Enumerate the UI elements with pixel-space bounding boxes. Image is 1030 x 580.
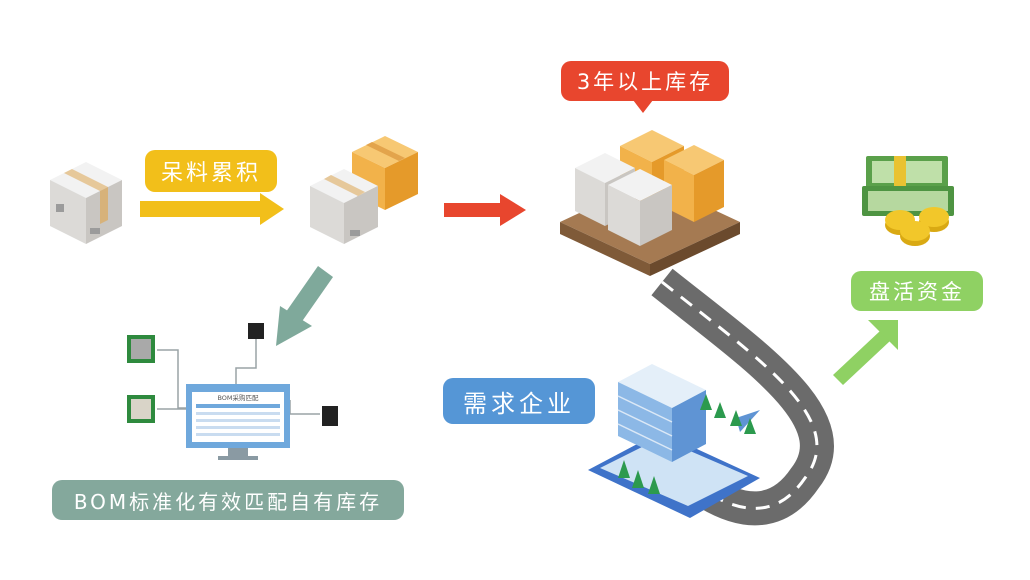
chip-icon [127,323,338,426]
road-icon [651,268,834,526]
accumulation-arrow [140,193,284,225]
label-inventory-over-3-years: 3年以上库存 [561,61,729,113]
bom-arrow [276,266,333,346]
box-stack-icon [310,136,418,244]
money-icon [862,156,954,246]
computer-monitor-icon: BOM采购匹配 [186,384,290,460]
label-revitalize-funds: 盘活资金 [851,271,983,311]
label-bom-matching: BOM标准化有效匹配自有库存 [52,480,404,520]
building-icon [588,364,760,518]
funds-arrow [833,320,898,385]
label-material-accumulation: 呆料累积 [145,150,277,192]
flow-arrow-red [444,194,526,226]
box-icon [50,162,122,244]
label-demand-enterprise: 需求企业 [443,378,595,424]
pallet-boxes-icon [560,130,740,276]
monitor-title: BOM采购匹配 [217,393,259,402]
